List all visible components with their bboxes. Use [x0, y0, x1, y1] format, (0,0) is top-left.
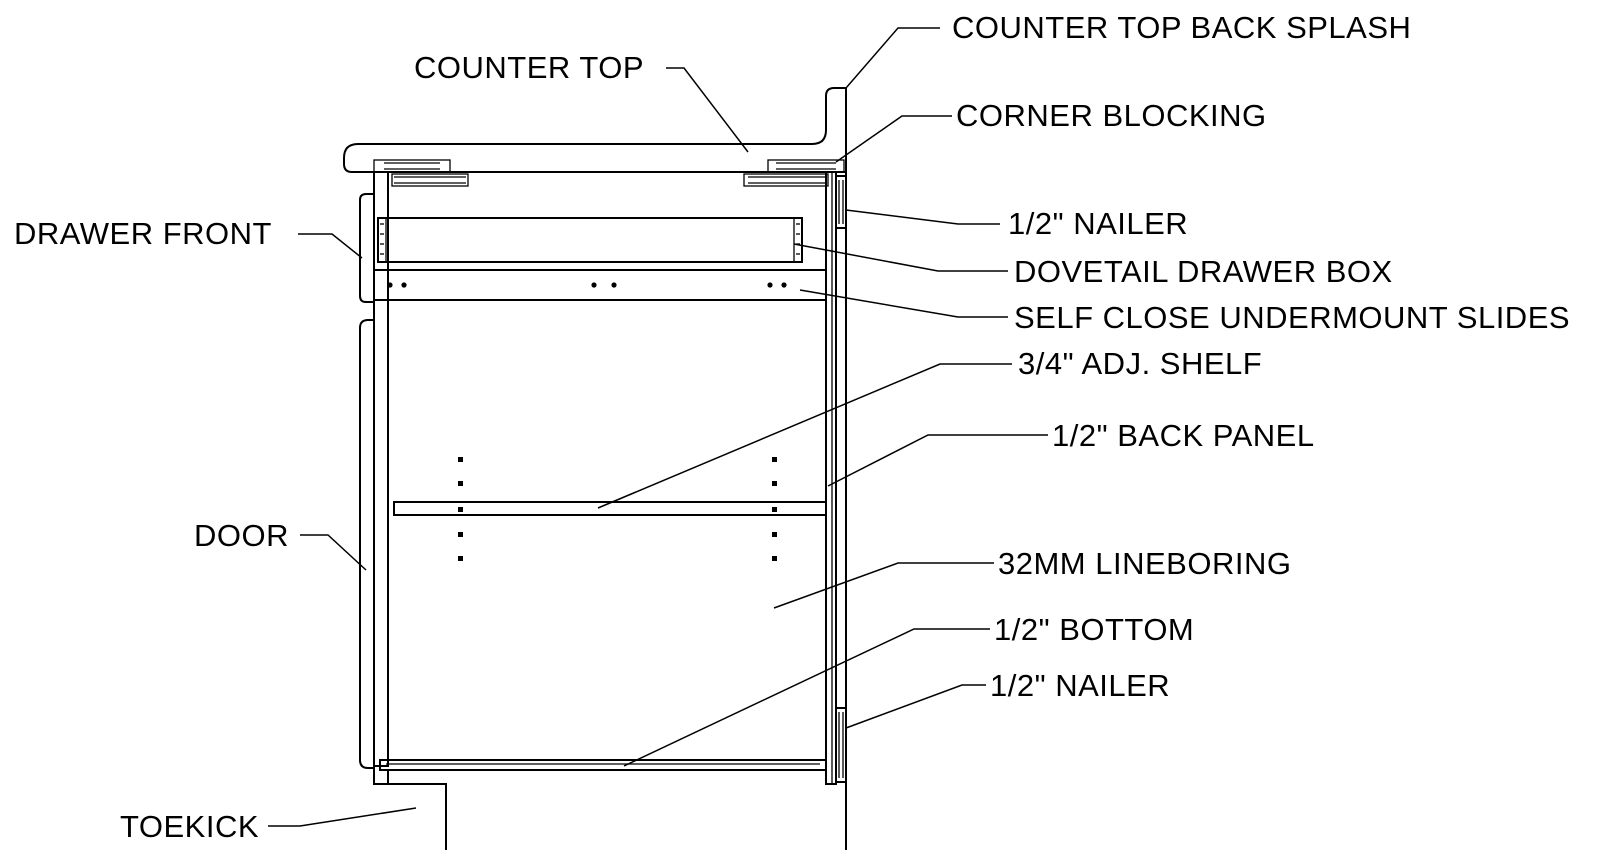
label-drawer-front: DRAWER FRONT: [14, 216, 272, 251]
counter-top: [343, 87, 847, 173]
label-counter-top-back-splash: COUNTER TOP BACK SPLASH: [952, 10, 1411, 45]
label-self-close-undermount-slides: SELF CLOSE UNDERMOUNT SLIDES: [1014, 300, 1570, 335]
door: [359, 319, 375, 769]
label-dovetail-drawer-box: DOVETAIL DRAWER BOX: [1014, 254, 1393, 289]
adj-shelf: [393, 501, 827, 516]
dovetail-drawer-box: [377, 217, 803, 263]
label-bottom: 1/2" BOTTOM: [994, 612, 1194, 647]
label-door: DOOR: [194, 518, 289, 553]
label-nailer-bottom: 1/2" NAILER: [990, 668, 1170, 703]
label-corner-blocking: CORNER BLOCKING: [956, 98, 1267, 133]
toekick: [373, 765, 447, 850]
corner-blocking-right: [743, 159, 845, 187]
label-back-panel: 1/2" BACK PANEL: [1052, 418, 1315, 453]
drawer-front: [359, 193, 375, 303]
corner-blocking-left: [373, 159, 469, 187]
nailer-bottom: [835, 707, 847, 783]
back-panel: [825, 171, 837, 785]
label-counter-top: COUNTER TOP: [414, 50, 644, 85]
label-nailer-top: 1/2" NAILER: [1008, 206, 1188, 241]
cabinet-bottom: [379, 759, 827, 771]
label-toekick: TOEKICK: [120, 809, 259, 844]
undermount-slides: [373, 269, 827, 301]
label-lineboring: 32MM LINEBORING: [998, 546, 1291, 581]
leader-lines: [268, 27, 1048, 827]
nailer-top: [835, 175, 847, 229]
lineboring-holes: [458, 457, 777, 561]
label-adj-shelf: 3/4" ADJ. SHELF: [1018, 346, 1262, 381]
